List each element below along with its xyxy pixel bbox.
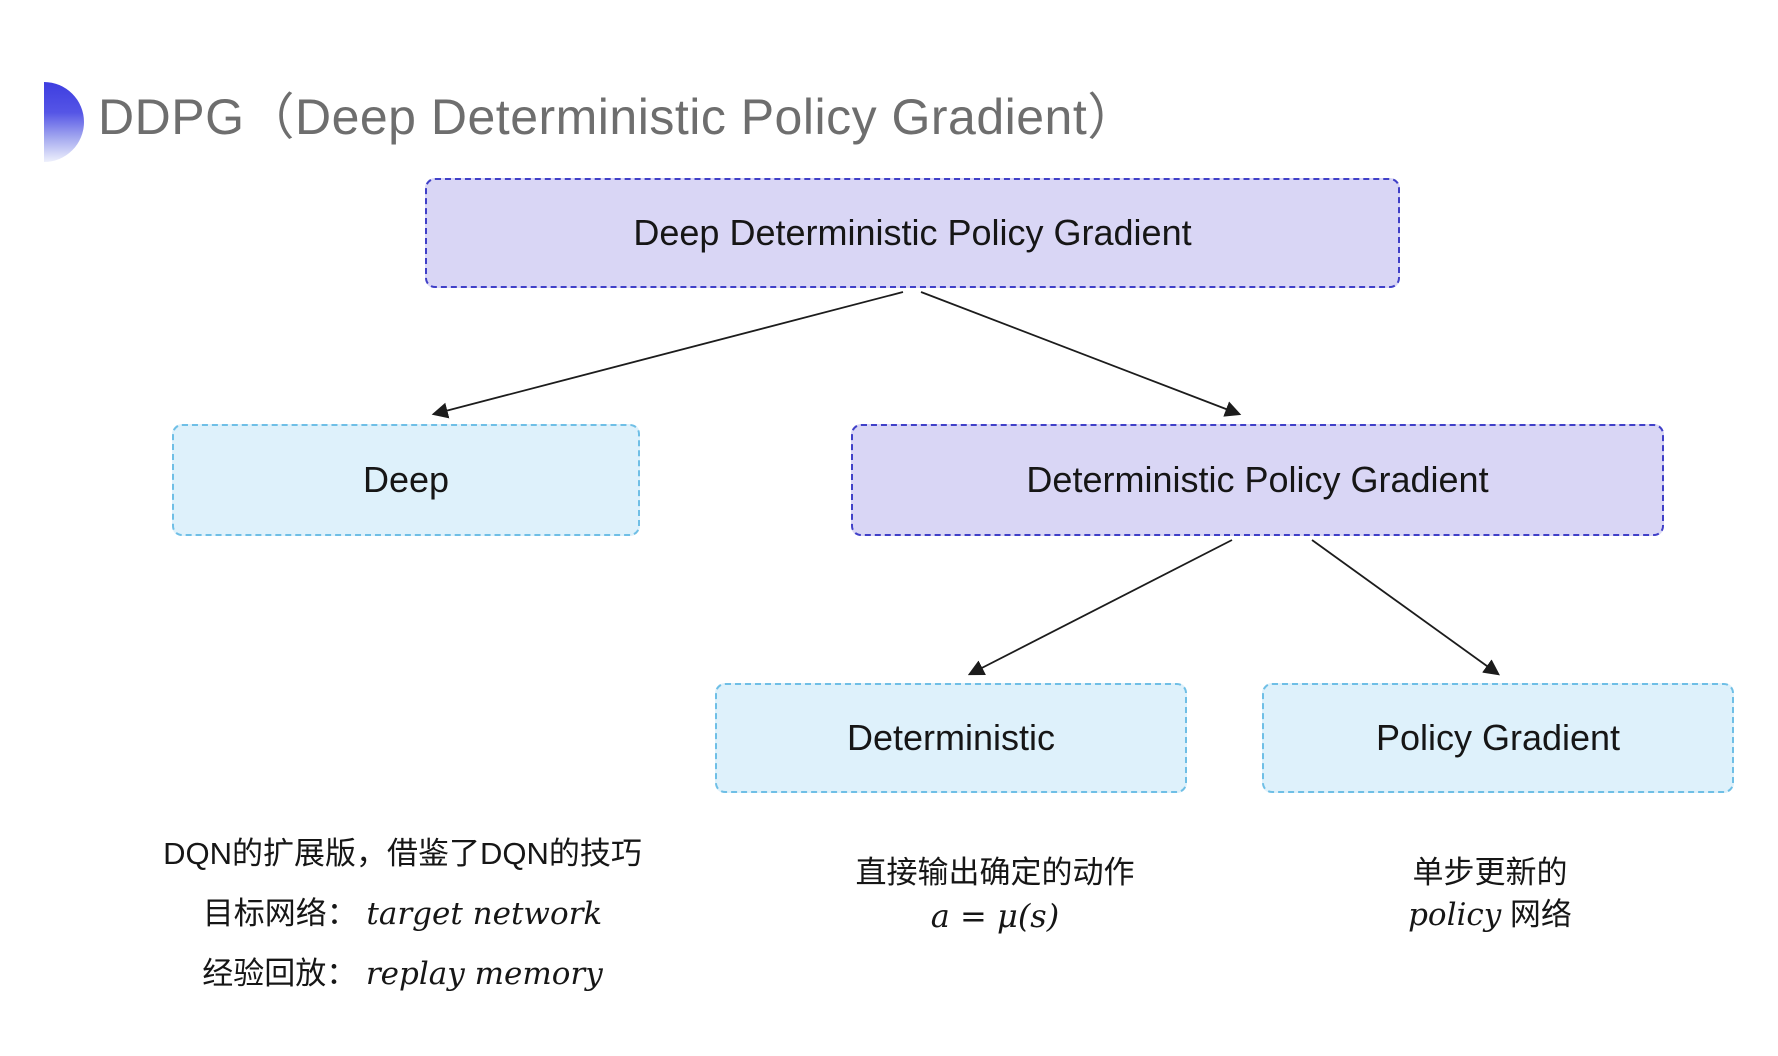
node-root-label: Deep Deterministic Policy Gradient	[633, 212, 1192, 253]
node-deterministic: Deterministic	[715, 683, 1187, 793]
arrow-dpg-to-policy-gradient	[1311, 539, 1500, 676]
node-deep-label: Deep	[362, 459, 450, 500]
annotation-deterministic-line1: 直接输出确定的动作	[855, 855, 1135, 890]
annotation-deep-line3: 经验回放： replay memory	[110, 953, 695, 995]
annotation-policy-gradient-line2: policy 网络	[1290, 894, 1690, 936]
annotation-deep-line3-term: replay memory	[365, 956, 603, 992]
node-deterministic-policy-gradient: Deterministic Policy Gradient	[851, 424, 1664, 536]
node-policy-gradient: Policy Gradient	[1262, 683, 1734, 793]
annotation-deep-line1: DQN的扩展版，借鉴了DQN的技巧	[163, 836, 642, 871]
annotation-deep: DQN的扩展版，借鉴了DQN的技巧 目标网络： target network 经…	[110, 833, 695, 1013]
node-policy-gradient-label: Policy Gradient	[1375, 717, 1621, 758]
title-accent-semicircle-icon	[44, 82, 84, 162]
arrow-root-to-dpg	[920, 291, 1242, 417]
annotation-policy-gradient-italic: policy	[1408, 897, 1502, 933]
annotation-deterministic: 直接输出确定的动作 a = μ(s)	[795, 852, 1195, 938]
node-deep: Deep	[172, 424, 640, 536]
annotation-deterministic-formula: a = μ(s)	[930, 897, 1060, 935]
annotation-deep-line2-term: target network	[366, 896, 603, 932]
annotation-deep-line3-label: 经验回放：	[202, 956, 358, 991]
annotation-policy-gradient-suffix: 网络	[1501, 897, 1572, 932]
annotation-deep-line2-label: 目标网络：	[202, 896, 358, 931]
annotation-policy-gradient: 单步更新的 policy 网络	[1290, 852, 1690, 936]
annotation-policy-gradient-line1: 单步更新的	[1412, 855, 1568, 890]
arrow-root-to-deep	[431, 291, 904, 419]
arrow-dpg-to-deterministic	[967, 539, 1233, 676]
annotation-deep-line2: 目标网络： target network	[110, 893, 695, 935]
node-root-ddpg: Deep Deterministic Policy Gradient	[425, 178, 1400, 288]
node-dpg-label: Deterministic Policy Gradient	[1026, 459, 1489, 500]
node-deterministic-label: Deterministic	[846, 717, 1056, 758]
page-title: DDPG（Deep Deterministic Policy Gradient）	[98, 89, 1138, 145]
